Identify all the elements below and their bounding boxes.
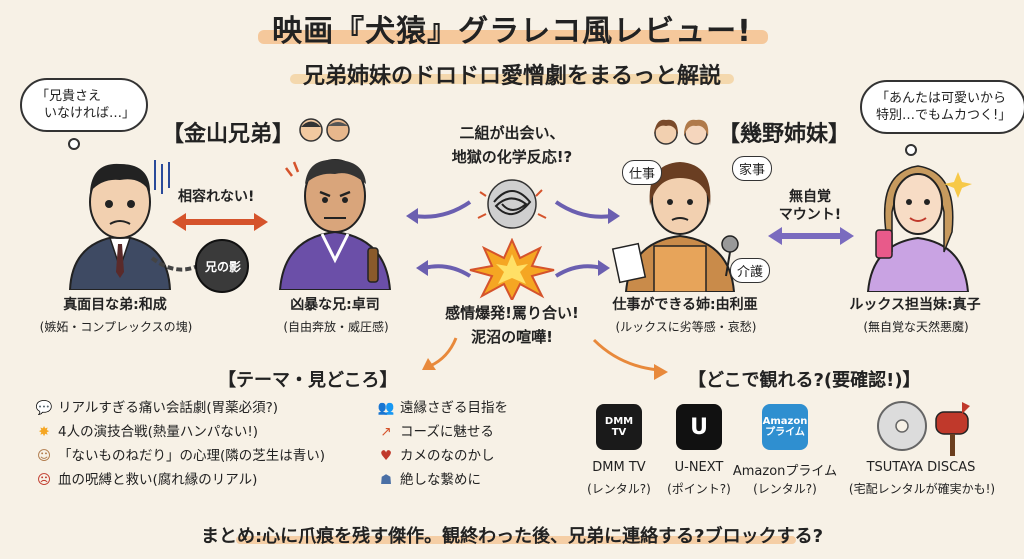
- theme-heading: 【テーマ・見どころ】: [218, 370, 398, 391]
- younger-brother-illustration: [60, 150, 180, 291]
- chart-icon: ↗: [380, 424, 392, 440]
- elder-brother-illustration: [272, 148, 398, 291]
- arrow-right-down-icon: [552, 258, 612, 288]
- where-heading: 【どこで観れる?(要確認!)】: [688, 370, 921, 391]
- elder-brother-desc: (自由奔放・威圧感): [283, 320, 389, 334]
- arrow-right-up-icon: [552, 196, 622, 226]
- center-top-line1: 二組が出会い、: [459, 124, 565, 142]
- ikuno-heading: 【幾野姉妹】: [718, 122, 851, 147]
- thought-bubble-right: 「あんたは可愛いから 特別…でもムカつく!」: [860, 80, 1024, 134]
- service-name: U-NEXT: [674, 460, 724, 475]
- elder-sister-desc: (ルックスに劣等感・哀愁): [615, 320, 757, 334]
- page-subtitle: 兄弟姉妹のドロドロ愛憎劇をまるっと解説: [302, 64, 721, 89]
- service-note: (レンタル?): [587, 482, 651, 496]
- group-icon: ☗: [379, 472, 393, 488]
- dmm-tv-logo-icon: DMM TV: [596, 404, 642, 450]
- weight-label: 兄の影: [204, 260, 241, 274]
- tag-caregiving: 介護: [730, 258, 771, 283]
- face-icon: ☺: [36, 448, 52, 464]
- page-title: 映画『犬猿』グラレコ風レビュー!: [272, 14, 752, 49]
- center-bottom-line2: 泥沼の喧嘩!: [471, 328, 553, 346]
- speech-icon: 💬: [35, 400, 53, 416]
- service-note: (宅配レンタルが確実かも!): [848, 482, 996, 496]
- ball-and-chain-icon: [150, 236, 250, 294]
- younger-sister-desc: (無自覚な天然悪魔): [863, 320, 969, 334]
- center-top-line2: 地獄の化学反応!?: [451, 148, 573, 166]
- younger-sister-illustration: [858, 152, 978, 293]
- sisters-faces-icon: [652, 118, 712, 151]
- tag-work: 仕事: [622, 160, 663, 185]
- center-bottom-line1: 感情爆発!罵り合い!: [445, 304, 579, 322]
- disc-and-mailbox-icon: [877, 401, 970, 456]
- people-icon: 👥: [377, 400, 395, 416]
- service-dmm-tv[interactable]: DMM TV: [596, 404, 642, 450]
- thought-bubble-left: 「兄貴さえ いなければ…」: [20, 78, 148, 132]
- younger-brother-desc: (嫉妬・コンプレックスの塊): [39, 320, 193, 334]
- list-item: ☺「ないものねだり」の心理(隣の芝生は青い): [34, 444, 384, 468]
- chaos-scribble-icon: [470, 172, 554, 236]
- thought-bubble-left-line1: 「兄貴さえ: [36, 89, 102, 104]
- tag-housework: 家事: [732, 156, 773, 181]
- amazon-prime-logo-icon: Amazon プライム: [762, 404, 808, 450]
- list-item: 💬リアルすぎる痛い会話劇(胃薬必須?): [34, 396, 384, 420]
- conflict-label: 相容れない!: [178, 189, 255, 205]
- service-amazon-prime[interactable]: Amazon プライム: [762, 404, 808, 450]
- sisters-conflict-label-2: マウント!: [778, 207, 842, 223]
- arrow-left-down-icon: [414, 258, 474, 288]
- list-item: ↗コーズに魅せる: [376, 420, 576, 444]
- elder-sister-name: 仕事ができる姉:由利亜: [612, 297, 758, 313]
- arrow-left-up-icon: [404, 196, 474, 226]
- service-tsutaya-discas[interactable]: [874, 396, 974, 456]
- broken-heart-icon: ♥: [379, 448, 393, 464]
- service-name: Amazonプライム: [732, 464, 838, 479]
- list-item: ☗絶しな繋めに: [376, 468, 576, 492]
- younger-brother-name: 真面目な弟:和成: [63, 297, 167, 313]
- younger-sister-name: ルックス担当妹:真子: [849, 297, 981, 313]
- theme-list-left: 💬リアルすぎる痛い会話劇(胃薬必須?) ✸4人の演技合戦(熱量ハンパない!) ☺…: [34, 396, 384, 492]
- kaneyama-heading: 【金山兄弟】: [162, 122, 295, 147]
- thought-bubble-right-line1: 「あんたは可愛いから: [876, 91, 1007, 106]
- thought-bubble-left-line2: いなければ…」: [44, 106, 136, 121]
- explosion-icon: ✸: [38, 424, 50, 440]
- service-name: TSUTAYA DISCAS: [866, 460, 976, 475]
- elder-sister-illustration: [610, 150, 750, 293]
- service-name: DMM TV: [592, 460, 646, 475]
- footer-summary: まとめ:心に爪痕を残す傑作。観終わった後、兄弟に連絡する?ブロックする?: [200, 526, 824, 547]
- arrow-to-theme-icon: [420, 334, 460, 374]
- list-item: ✸4人の演技合戦(熱量ハンパない!): [34, 420, 384, 444]
- thought-bubble-right-line2: 特別…でもムカつく!」: [876, 108, 1012, 123]
- double-arrow-icon: [170, 212, 270, 232]
- service-note: (ポイント?): [667, 482, 731, 496]
- angry-face-icon: ☹: [36, 472, 52, 488]
- u-next-logo-icon: U: [676, 404, 722, 450]
- service-u-next[interactable]: U: [676, 404, 722, 450]
- explosion-icon: [466, 237, 558, 303]
- title-highlight: [258, 30, 768, 44]
- list-item: 👥遠縁さぎる目指を: [376, 396, 576, 420]
- service-note: (レンタル?): [753, 482, 817, 496]
- list-item: ☹血の呪縛と救い(腐れ縁のリアル): [34, 468, 384, 492]
- list-item: ♥カメのなのかし: [376, 444, 576, 468]
- brothers-faces-icon: [298, 116, 352, 149]
- theme-list-right: 👥遠縁さぎる目指を ↗コーズに魅せる ♥カメのなのかし ☗絶しな繋めに: [376, 396, 576, 492]
- elder-brother-name: 凶暴な兄:卓司: [290, 297, 380, 313]
- arrow-to-where-icon: [590, 336, 670, 380]
- sisters-conflict-label-1: 無自覚: [789, 189, 831, 205]
- thought-dot-icon: [905, 144, 917, 156]
- footer-highlight: [236, 536, 796, 544]
- thought-dot-icon: [68, 138, 80, 150]
- subtitle-highlight: [290, 74, 734, 84]
- double-arrow-purple-icon: [766, 226, 856, 246]
